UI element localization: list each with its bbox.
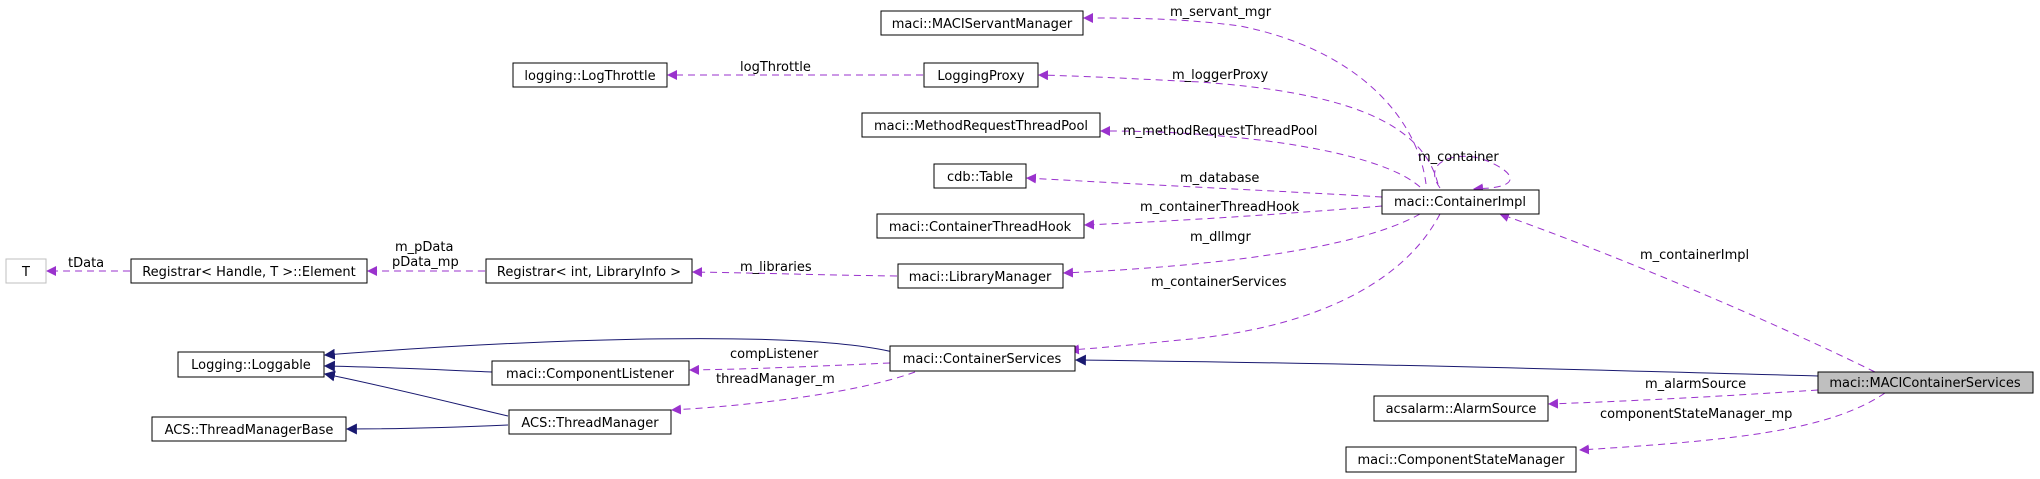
node-label: acsalarm::AlarmSource [1386,402,1537,417]
node-logging-proxy[interactable]: LoggingProxy [923,62,1039,88]
label-m-alarm-source: m_alarmSource [1645,377,1746,392]
node-label: ACS::ThreadManagerBase [165,423,334,438]
edge-thread-manager [671,371,916,415]
edge-database [1026,173,1383,198]
node-label: LoggingProxy [937,69,1024,84]
node-label: maci::LibraryManager [909,270,1052,285]
edge-alarm-source [1548,389,1819,409]
edge-inherit-container-services [1074,354,1819,377]
label-m-dll-mgr: m_dllmgr [1190,230,1252,245]
label-m-logger-proxy: m_loggerProxy [1172,68,1268,83]
edges [46,13,1886,455]
node-log-throttle[interactable]: logging::LogThrottle [512,62,668,88]
label-m-container-services: m_containerServices [1151,275,1287,290]
edge-inherit-tm-loggable [323,370,509,417]
node-label: maci::ContainerImpl [1394,195,1526,210]
node-container-thread-hook[interactable]: maci::ContainerThreadHook [876,213,1085,239]
label-component-state-manager-mp: componentStateManager_mp [1600,407,1792,422]
label-comp-listener: compListener [730,347,819,362]
edge-logger-proxy [1038,70,1439,185]
edge-servant-mgr [1083,13,1427,185]
node-label: maci::ContainerServices [903,352,1062,367]
nodes: maci::MACIContainerServices maci::Contai… [5,10,2034,473]
node-label: logging::LogThrottle [524,69,655,84]
label-m-database: m_database [1180,171,1259,186]
node-container-impl[interactable]: maci::ContainerImpl [1381,189,1540,215]
label-m-p-data: m_pData [395,240,453,255]
label-m-container-impl: m_containerImpl [1640,248,1749,263]
label-p-data-mp: pData_mp [392,255,459,270]
label-m-servant-mgr: m_servant_mgr [1170,5,1272,20]
node-component-state-manager[interactable]: maci::ComponentStateManager [1345,446,1577,473]
node-cdb-table[interactable]: cdb::Table [933,163,1027,189]
node-label: ACS::ThreadManager [521,416,659,431]
label-log-throttle: logThrottle [740,60,811,75]
node-alarm-source[interactable]: acsalarm::AlarmSource [1373,395,1549,422]
node-label: maci::ComponentListener [506,367,675,382]
label-thread-manager-m: threadManager_m [716,372,835,387]
edge-inherit-cs-loggable [323,338,894,360]
label-m-container-thread-hook: m_containerThreadHook [1140,200,1300,215]
edge-dllmgr [1063,213,1421,278]
label-m-method-request-thread-pool: m_methodRequestThreadPool [1123,124,1318,139]
node-thread-manager-base[interactable]: ACS::ThreadManagerBase [151,416,347,442]
node-component-listener[interactable]: maci::ComponentListener [491,360,690,386]
edge-component-state-manager [1579,392,1886,455]
edge-inherit-tm-base [345,423,509,435]
edge-method-request-thread-pool [1100,126,1421,188]
node-label: maci::MethodRequestThreadPool [874,119,1088,134]
label-t-data: tData [68,256,104,271]
node-loggable[interactable]: Logging::Loggable [177,351,325,378]
edge-container-services [1069,213,1441,355]
label-m-libraries: m_libraries [740,260,812,275]
edge-container-impl [1499,212,1876,373]
node-maci-servant-manager[interactable]: maci::MACIServantManager [880,10,1084,36]
edge-container-thread-hook [1084,205,1383,230]
node-label: Logging::Loggable [191,358,311,373]
node-maci-container-services[interactable]: maci::MACIContainerServices [1817,371,2034,394]
edge-m-container-loop [1434,155,1511,194]
edge-libraries [692,267,898,278]
label-m-container: m_container [1418,150,1499,165]
node-label: Registrar< int, LibraryInfo > [497,265,681,280]
node-registrar-element[interactable]: Registrar< Handle, T >::Element [130,258,368,284]
edge-comp-listener [689,362,891,375]
node-thread-manager[interactable]: ACS::ThreadManager [508,409,672,435]
node-label: T [21,265,30,280]
node-label: Registrar< Handle, T >::Element [142,265,356,280]
node-container-services[interactable]: maci::ContainerServices [889,345,1076,372]
edge-labels: m_servant_mgr logThrottle m_loggerProxy … [68,5,1792,422]
node-label: maci::MACIContainerServices [1829,376,2021,391]
edge-inherit-cl-loggable [323,360,493,373]
node-registrar-int[interactable]: Registrar< int, LibraryInfo > [485,258,693,284]
node-label: maci::MACIServantManager [892,17,1073,32]
node-label: maci::ComponentStateManager [1357,453,1565,468]
node-label: cdb::Table [947,170,1013,185]
node-method-request-thread-pool[interactable]: maci::MethodRequestThreadPool [861,112,1101,138]
node-template-t[interactable]: T [5,258,47,284]
node-library-manager[interactable]: maci::LibraryManager [897,263,1064,289]
node-label: maci::ContainerThreadHook [889,220,1072,235]
